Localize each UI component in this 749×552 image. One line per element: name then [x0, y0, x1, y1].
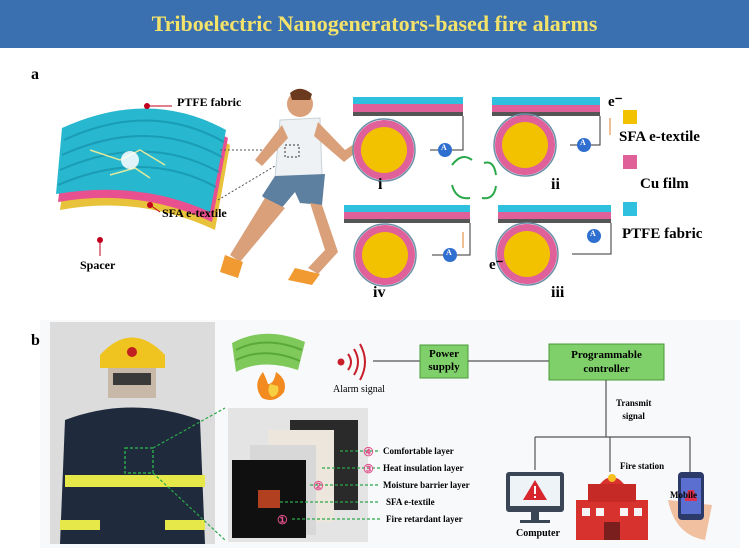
woven-fabric-illustration	[56, 103, 286, 256]
layer-1-number: ①	[277, 513, 288, 527]
legend-swatch-sfa	[623, 110, 637, 124]
ammeter-icon	[587, 229, 601, 243]
stage-ii-label: ii	[551, 176, 560, 193]
fire-station-icon	[576, 474, 648, 540]
ammeter-label: A	[580, 138, 586, 147]
computer-icon	[506, 472, 564, 523]
ammeter-label: A	[590, 229, 596, 238]
stage-iv-label: iv	[373, 284, 386, 301]
legend-ptfe-label: PTFE fabric	[622, 226, 703, 242]
green-textile-flame	[232, 333, 305, 400]
layer-4-number: ④	[363, 445, 374, 459]
electron-label-top: e⁻	[608, 94, 623, 110]
ammeter-label: A	[446, 248, 452, 257]
mobile-label: Mobile	[670, 490, 697, 500]
legend-sfa-label: SFA e-textile	[619, 129, 700, 145]
controller-box	[548, 343, 665, 381]
legend-swatch-cu	[623, 155, 637, 169]
layer-sfa-label: SFA e-textile	[386, 497, 435, 507]
runner-illustration	[220, 88, 364, 285]
panel-b-label: b	[31, 332, 40, 349]
stage-i-diagram	[352, 97, 464, 182]
panel-a-label: a	[31, 66, 39, 83]
power-supply-label: Power supply	[428, 348, 460, 373]
alarm-signal-waves	[337, 343, 366, 381]
layer-callout-lines	[280, 450, 380, 520]
fire-station-label: Fire station	[620, 461, 665, 471]
ammeter-icon	[438, 143, 452, 157]
legend-swatch-ptfe	[623, 202, 637, 216]
stage-iii-label: iii	[551, 284, 565, 301]
computer-label: Computer	[516, 528, 560, 539]
layer-fire-retardant-label: Fire retardant layer	[386, 514, 463, 524]
layer-2-number: ②	[313, 479, 324, 493]
spacer-label: Spacer	[80, 258, 116, 272]
layer-moisture-label: Moisture barrier layer	[383, 480, 470, 490]
cycle-arrows	[451, 155, 497, 200]
ammeter-label: A	[441, 143, 447, 152]
layer-3-number: ③	[363, 462, 374, 476]
stage-i-label: i	[378, 176, 383, 193]
stage-iii-diagram	[495, 205, 612, 286]
electron-label-bottom: e⁻	[489, 257, 504, 273]
page-title: Triboelectric Nanogenerators-based fire …	[151, 11, 598, 36]
power-supply-box	[419, 344, 469, 379]
legend-cu-label: Cu film	[640, 176, 689, 192]
ammeter-icon	[577, 138, 591, 152]
stage-iv-diagram	[344, 205, 471, 287]
ptfe-fabric-label: PTFE fabric	[177, 95, 242, 109]
controller-label: Programmable controller	[571, 349, 642, 375]
layer-heat-label: Heat insulation layer	[383, 463, 464, 473]
fabric-layers-photo	[228, 408, 368, 542]
layer-comfortable-label: Comfortable layer	[383, 446, 454, 456]
stage-ii-diagram	[492, 97, 611, 177]
mobile-phone-icon	[668, 472, 712, 540]
ammeter-icon	[443, 248, 457, 262]
sfa-textile-label: SFA e-textile	[162, 206, 227, 220]
transmit-signal-label: Transmit signal	[616, 398, 652, 421]
alarm-signal-label: Alarm signal	[333, 384, 385, 395]
firefighter-photo	[50, 322, 226, 544]
title-banner: Triboelectric Nanogenerators-based fire …	[0, 0, 749, 48]
